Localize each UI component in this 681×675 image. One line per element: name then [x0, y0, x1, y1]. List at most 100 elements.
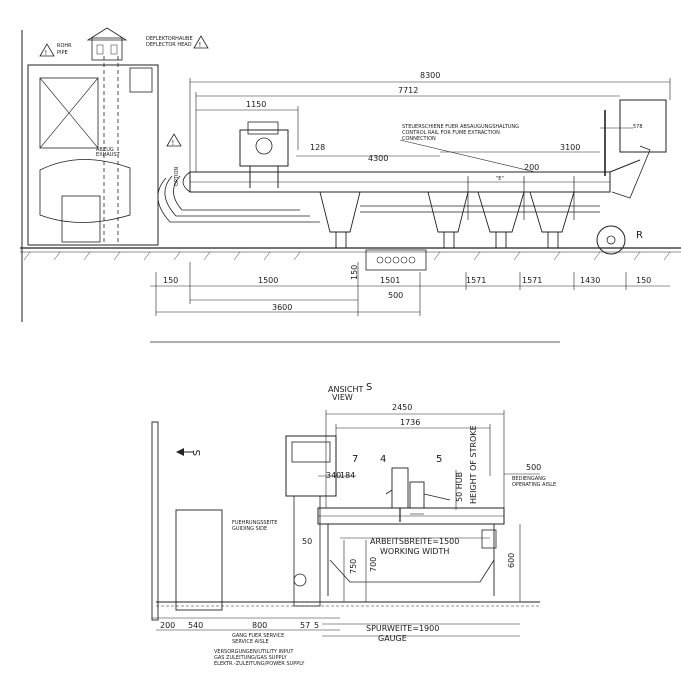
left-wall	[151, 421, 159, 621]
dim-50: 50	[302, 537, 312, 546]
duct-box	[129, 67, 153, 93]
dim-800: 800	[252, 621, 267, 630]
warning-icon	[39, 43, 55, 57]
dim-578: 578	[633, 124, 643, 130]
torch-body-2	[409, 481, 425, 509]
dim-200: 200	[160, 621, 175, 630]
dim-500-aisle: 500	[526, 463, 541, 472]
view-label-en: VIEW	[332, 393, 353, 402]
bottom-dimension-lines	[156, 410, 540, 637]
dim-1430: 1430	[580, 276, 600, 285]
service-aisle-label-de: GANG FUER SERVICE	[232, 633, 284, 639]
dim-750: 750	[349, 559, 358, 574]
callout-4: 4	[380, 454, 386, 465]
control-rail-label-en: CONTROL RAIL FOR FUME EXTRACTION	[402, 130, 500, 136]
operating-aisle-label-de: BEDIENGANG	[512, 476, 546, 482]
dim-5: 5	[314, 621, 319, 630]
cable-chain	[173, 175, 300, 211]
end-frame	[611, 145, 651, 199]
service-aisle-label-en: SERVICE AISLE	[232, 639, 269, 645]
control-rail-label-en-2: CONNECTION	[402, 136, 436, 142]
working-width-label-en: WORKING WIDTH	[380, 547, 449, 556]
support-legs	[319, 191, 575, 248]
dim-4300: 4300	[368, 154, 388, 163]
stroke-label: 50 HUB	[455, 472, 464, 502]
pipe-label: PIPE	[57, 50, 68, 56]
control-rail-label-de: STEUERSCHIENE FUER ABSAUGUNGSHALTUNG	[402, 124, 519, 130]
top-elevation-view: ! ! ! ROHR PIPE DEFLEKTORHAUBE DEFLECTOR…	[20, 27, 681, 322]
dim-1571-a: 1571	[466, 276, 486, 285]
dim-57: 57	[300, 621, 310, 630]
view-arrow-letter: S	[192, 450, 203, 456]
dim-7712: 7712	[398, 86, 418, 95]
control-cabinet	[619, 99, 667, 153]
working-width-label-de: ARBEITSBREITE=1500	[370, 537, 459, 546]
abzug-label-en: EXHAUST	[96, 152, 121, 158]
cross-bars	[360, 176, 600, 220]
dim-200: 200	[524, 163, 539, 172]
dim-150-right: 150	[636, 276, 651, 285]
dim-8300: 8300	[420, 71, 440, 80]
fan-scroll	[39, 159, 131, 223]
guiding-side-label-en: GUIDING SIDE	[232, 526, 267, 532]
gas-supply-label: GAS ZULEITUNG/GAS SUPPLY	[214, 655, 288, 661]
deflector-roof	[86, 27, 128, 41]
gauge-label-de: SPURWEITE=1900	[366, 624, 439, 633]
torch-carriage	[239, 129, 289, 167]
view-letter: S	[366, 382, 372, 393]
dim-3100: 3100	[560, 143, 580, 152]
deflector-head	[91, 37, 123, 61]
panel-pedestal	[293, 495, 321, 607]
option-label: OPTION	[174, 167, 180, 186]
utility-input-label: VERSORGUNGEN/UTILITY INPUT	[214, 649, 294, 655]
drive-wheel	[596, 225, 626, 255]
gauge-label-en: GAUGE	[378, 634, 407, 643]
dim-1736: 1736	[400, 418, 420, 427]
guiding-side-label-de: FUEHRUNGSSEITE	[232, 520, 277, 526]
dim-600: 600	[507, 553, 516, 568]
dim-540: 540	[188, 621, 203, 630]
dim-1150: 1150	[246, 100, 266, 109]
lower-frame	[329, 559, 495, 583]
height-of-stroke-label: HEIGHT OF STROKE	[469, 425, 478, 504]
warning-small-mark: !	[172, 139, 175, 147]
warning-icon	[166, 133, 182, 147]
view-arrow-icon	[176, 448, 184, 456]
fan-panel	[39, 77, 99, 149]
warning-right-mark: !	[199, 41, 202, 49]
dim-1571-b: 1571	[522, 276, 542, 285]
wheel-letter: R	[636, 230, 643, 241]
abzug-label-de: ABZUG	[96, 147, 114, 153]
fan-panel-cross-b	[39, 77, 99, 149]
dim-500: 500	[388, 291, 403, 300]
view-label-de: ANSICHT	[328, 385, 363, 394]
deflector-label-en: DEFLECTOR HEAD	[146, 42, 192, 48]
power-supply-label: ELEKTR.-ZULEITUNG/POWER SUPPLY	[214, 661, 305, 667]
callout-7: 7	[352, 454, 358, 465]
warning-left-mark: !	[45, 49, 48, 57]
deflector-label-de: DEFLEKTORHAUBE	[146, 36, 193, 42]
wheel-left	[293, 573, 307, 587]
dim-150-vertical: 150	[350, 265, 359, 280]
section-view-s: ANSICHT S VIEW S	[150, 341, 560, 667]
operating-aisle-label-en: OPERATING AISLE	[512, 482, 556, 488]
warning-icon	[193, 35, 209, 49]
dim-340: 340	[326, 471, 341, 480]
dim-3600: 3600	[272, 303, 292, 312]
dim-1501: 1501	[380, 276, 400, 285]
foundation-pit	[365, 249, 427, 271]
top-dimension-lines	[189, 78, 671, 173]
dim-150-left: 150	[163, 276, 178, 285]
dim-1500: 1500	[258, 276, 278, 285]
fan-base	[61, 195, 101, 243]
dim-184: 184	[340, 471, 355, 480]
floor-hatching	[23, 251, 671, 261]
workpiece-block	[175, 509, 223, 611]
rohr-label: ROHR	[57, 43, 72, 49]
control-screen	[291, 441, 331, 463]
dim-2450: 2450	[392, 403, 412, 412]
torch-body	[391, 467, 409, 509]
callout-5: 5	[436, 454, 442, 465]
bottom-dimension-lines	[150, 262, 670, 316]
